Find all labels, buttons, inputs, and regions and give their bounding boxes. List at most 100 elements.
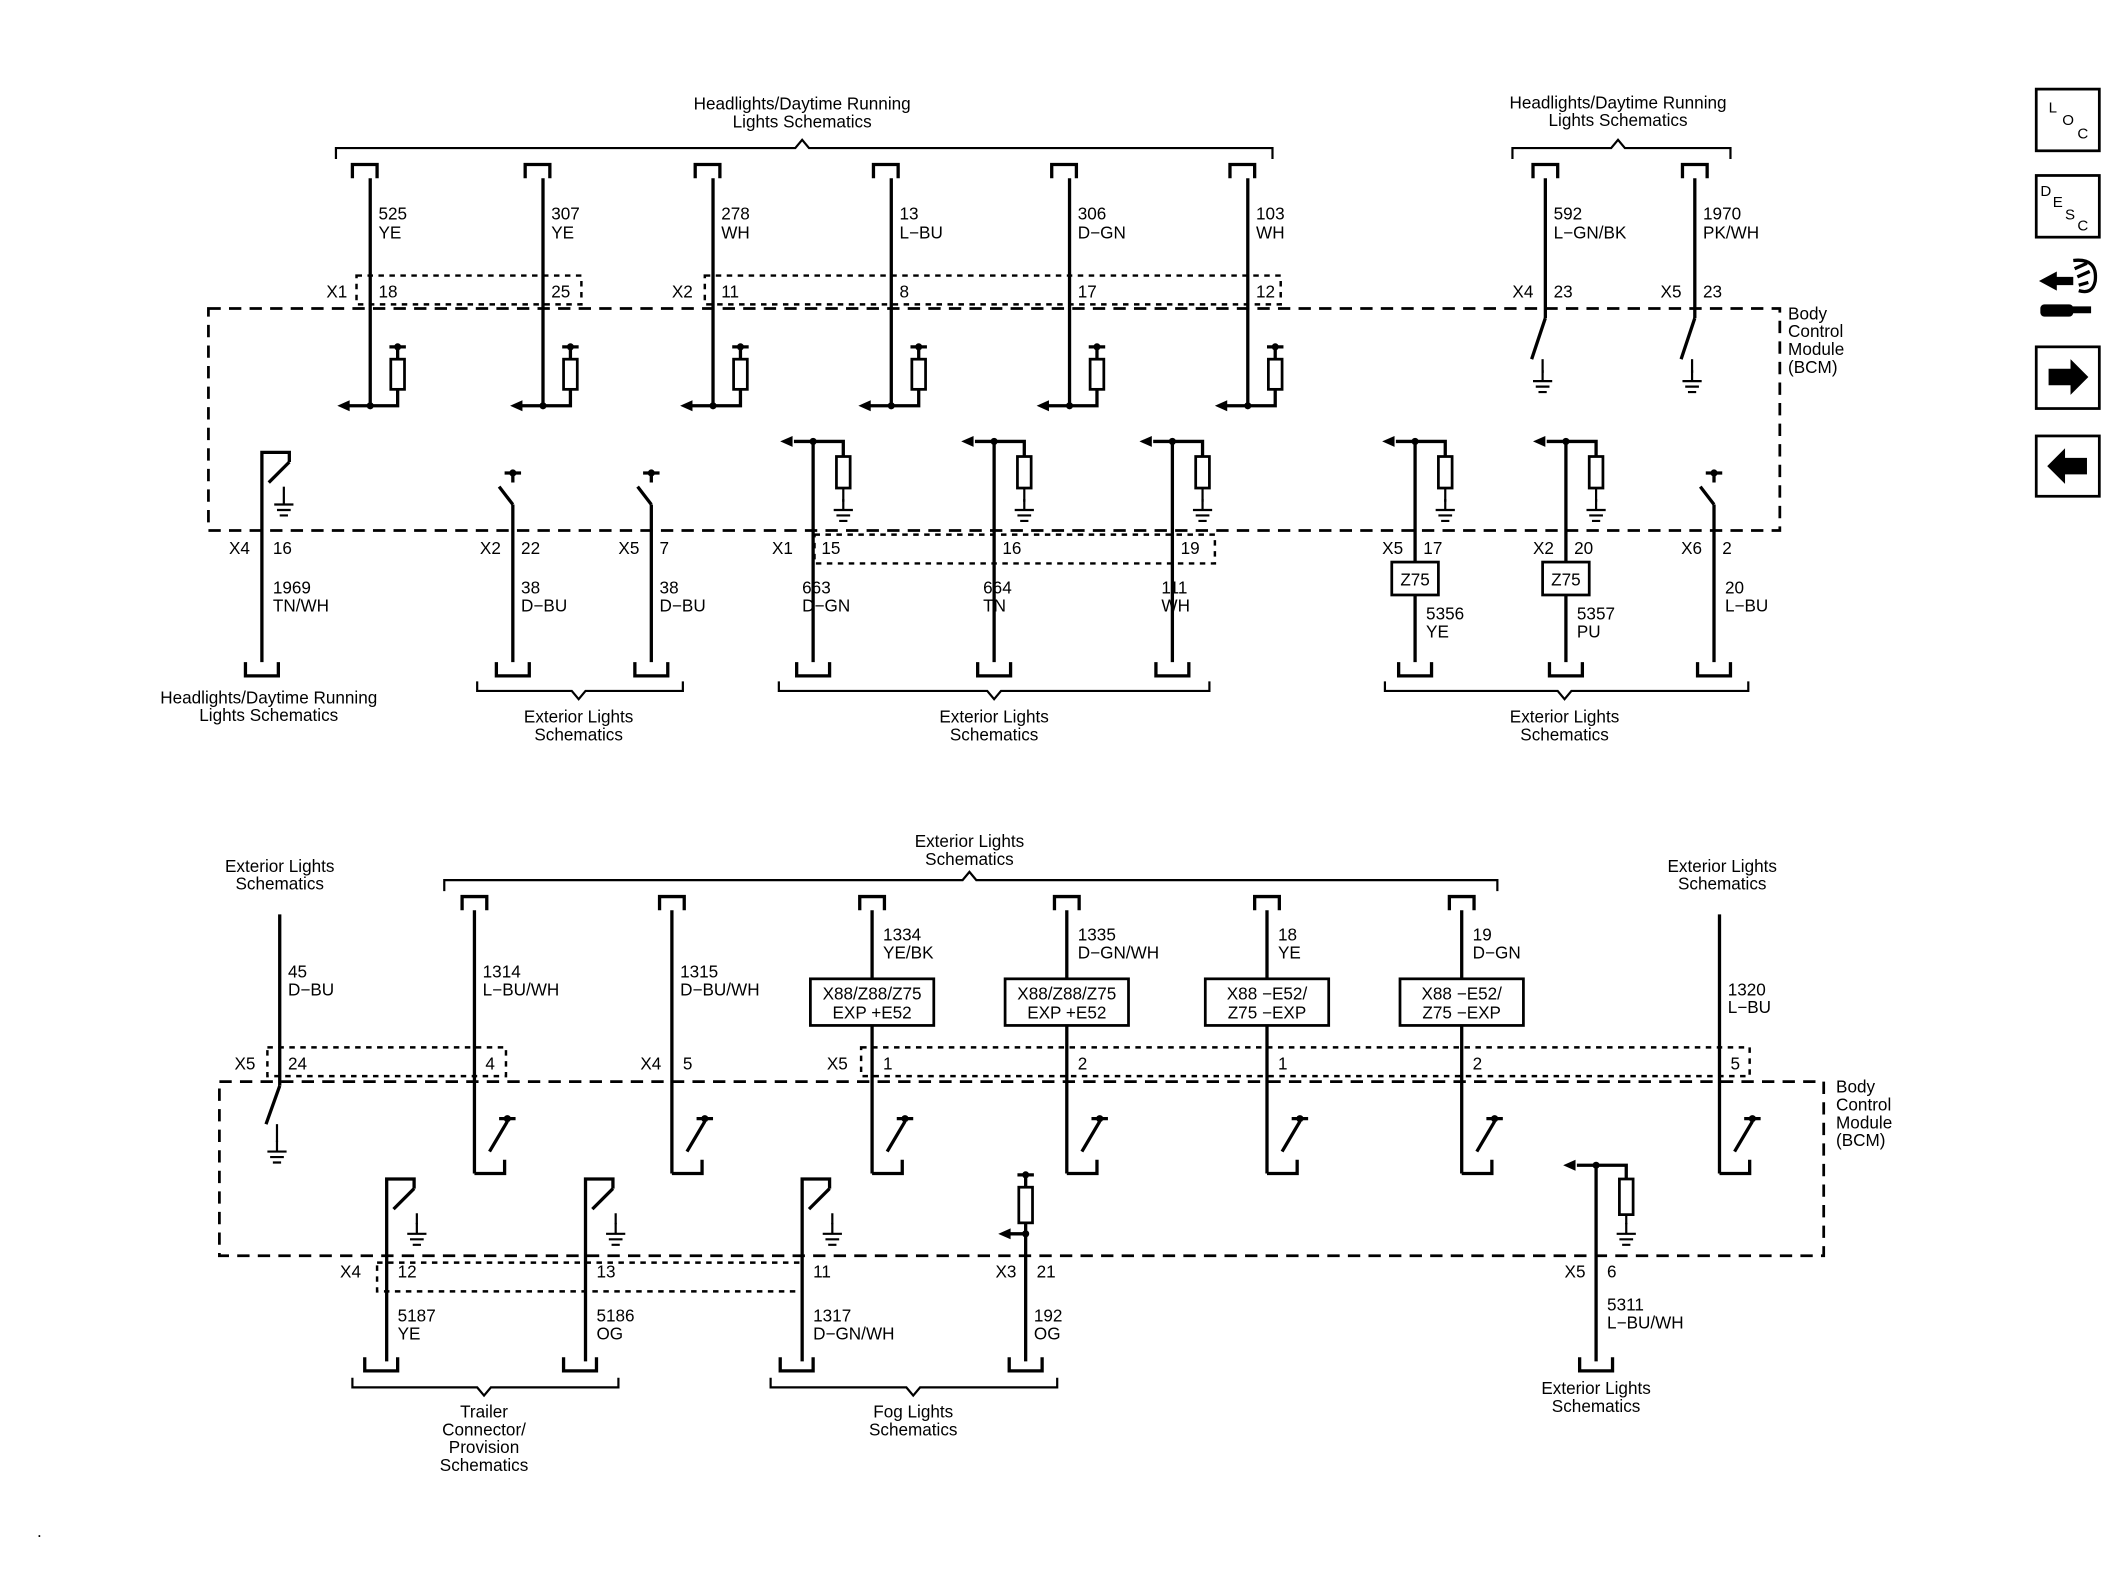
connector-label: X5: [618, 538, 639, 558]
svg-text:Headlights/Daytime Running: Headlights/Daytime Running: [160, 687, 377, 707]
wire-color: L−BU: [1728, 997, 1771, 1017]
svg-text:D: D: [2040, 183, 2051, 200]
back-arrow-button[interactable]: [2034, 434, 2101, 498]
connector-label: X5: [1565, 1262, 1586, 1282]
wire: [583, 1177, 615, 1362]
junction-dot: [647, 469, 655, 477]
junction-dot: [566, 343, 574, 351]
arrow-icon: [1036, 400, 1049, 412]
switch-icon: [1475, 1120, 1497, 1153]
svg-text:C: C: [2077, 217, 2088, 234]
bracket: [1511, 138, 1732, 160]
wire-color: L−GN/BK: [1554, 223, 1627, 243]
option-label: EXP +E52: [832, 1003, 911, 1023]
wire-color: D−GN: [802, 595, 850, 615]
ground-icon: [407, 1222, 427, 1246]
switch-icon: [1733, 1120, 1754, 1153]
pin-number: 2: [1078, 1053, 1088, 1073]
pin-number: 17: [1078, 281, 1097, 301]
circuit-number: 19: [1473, 924, 1492, 944]
wire: [974, 439, 1026, 457]
option-label: X88/Z88/Z75: [823, 983, 922, 1003]
option-label: Z75 −EXP: [1228, 1003, 1307, 1023]
pin-number: 17: [1423, 538, 1442, 558]
svg-text:Fog Lights: Fog Lights: [873, 1402, 953, 1422]
circuit-number: 5357: [1577, 604, 1615, 624]
connector-terminal: [795, 662, 832, 678]
option-label: X88 −E52/: [1421, 983, 1502, 1003]
arrow-icon: [780, 435, 793, 447]
resistor-icon: [1088, 357, 1106, 391]
connector-label: X4: [229, 538, 250, 558]
switch-icon: [1280, 1120, 1302, 1153]
option-label: Z75 −EXP: [1422, 1003, 1501, 1023]
group-label-headlights-top: Headlights/Daytime Running Lights Schema…: [694, 94, 911, 132]
connector-terminal: [561, 1357, 599, 1373]
svg-text:Exterior Lights: Exterior Lights: [915, 831, 1024, 851]
pin-number: 24: [288, 1053, 308, 1073]
junction-dot: [1096, 1115, 1104, 1123]
group-label-exterior-bottom2: Exterior Lights Schematics: [1541, 1378, 1650, 1416]
ground-icon: [822, 1222, 842, 1246]
ground-icon: [1682, 370, 1702, 394]
circuit-number: 38: [521, 578, 540, 598]
connector-terminal: [363, 1357, 400, 1373]
input-circuit-13: 13L−BU8: [858, 162, 943, 412]
svg-text:Module: Module: [1836, 1112, 1892, 1132]
forward-arrow-button[interactable]: [2034, 345, 2101, 410]
desc-button[interactable]: D E S C: [2034, 174, 2101, 239]
group-label-exterior-right2: Exterior Lights Schematics: [1667, 856, 1776, 894]
svg-text:Headlights/Daytime Running: Headlights/Daytime Running: [1509, 92, 1726, 112]
svg-text:Provision: Provision: [449, 1437, 519, 1457]
resistor-icon: [732, 357, 749, 391]
group-label-exterior-c: Exterior Lights Schematics: [1510, 706, 1619, 744]
svg-text:Exterior Lights: Exterior Lights: [939, 706, 1048, 726]
circuit-number: 5356: [1426, 604, 1464, 624]
connector-icon[interactable]: [2038, 258, 2098, 317]
connector-terminal: [778, 1357, 815, 1373]
connector-terminal: [633, 662, 670, 678]
option-box: [809, 977, 936, 1027]
circuit-number: 45: [288, 961, 307, 981]
wire-color: PK/WH: [1703, 223, 1759, 243]
wire: [800, 1177, 832, 1362]
junction-dot: [1271, 343, 1279, 351]
bcm-label: Body Control Module (BCM): [1788, 303, 1844, 376]
ground-icon: [1616, 1222, 1636, 1246]
circuit-number: 5187: [398, 1306, 436, 1326]
switch-icon: [1679, 317, 1697, 360]
junction-dot: [1065, 402, 1074, 410]
pin-number: 12: [398, 1262, 417, 1282]
connector-terminal: [1050, 162, 1079, 179]
junction-dot: [1022, 1230, 1030, 1238]
junction-dot: [709, 402, 717, 410]
connector-label: X5: [1382, 538, 1403, 558]
circuit-number: 278: [721, 203, 750, 223]
wire-color: D−GN: [1078, 223, 1126, 243]
connector-box: [813, 533, 1217, 565]
junction-dot: [1093, 343, 1101, 351]
svg-text:Body: Body: [1788, 303, 1827, 323]
pin-number: 7: [660, 538, 670, 558]
connector-terminal: [350, 162, 379, 179]
circuit-number: 103: [1256, 203, 1285, 223]
loc-button[interactable]: L O C: [2034, 87, 2101, 153]
wire-color: D−GN/WH: [1078, 942, 1159, 962]
svg-text:Headlights/Daytime Running: Headlights/Daytime Running: [694, 94, 911, 114]
svg-text:Exterior Lights: Exterior Lights: [524, 706, 633, 726]
wire: [691, 389, 743, 408]
group-label-exterior-top2: Exterior Lights Schematics: [915, 831, 1024, 869]
wire: [671, 1159, 704, 1176]
switch-icon: [1698, 485, 1716, 506]
svg-text:Schematics: Schematics: [235, 874, 324, 894]
arrow-icon: [337, 400, 350, 412]
